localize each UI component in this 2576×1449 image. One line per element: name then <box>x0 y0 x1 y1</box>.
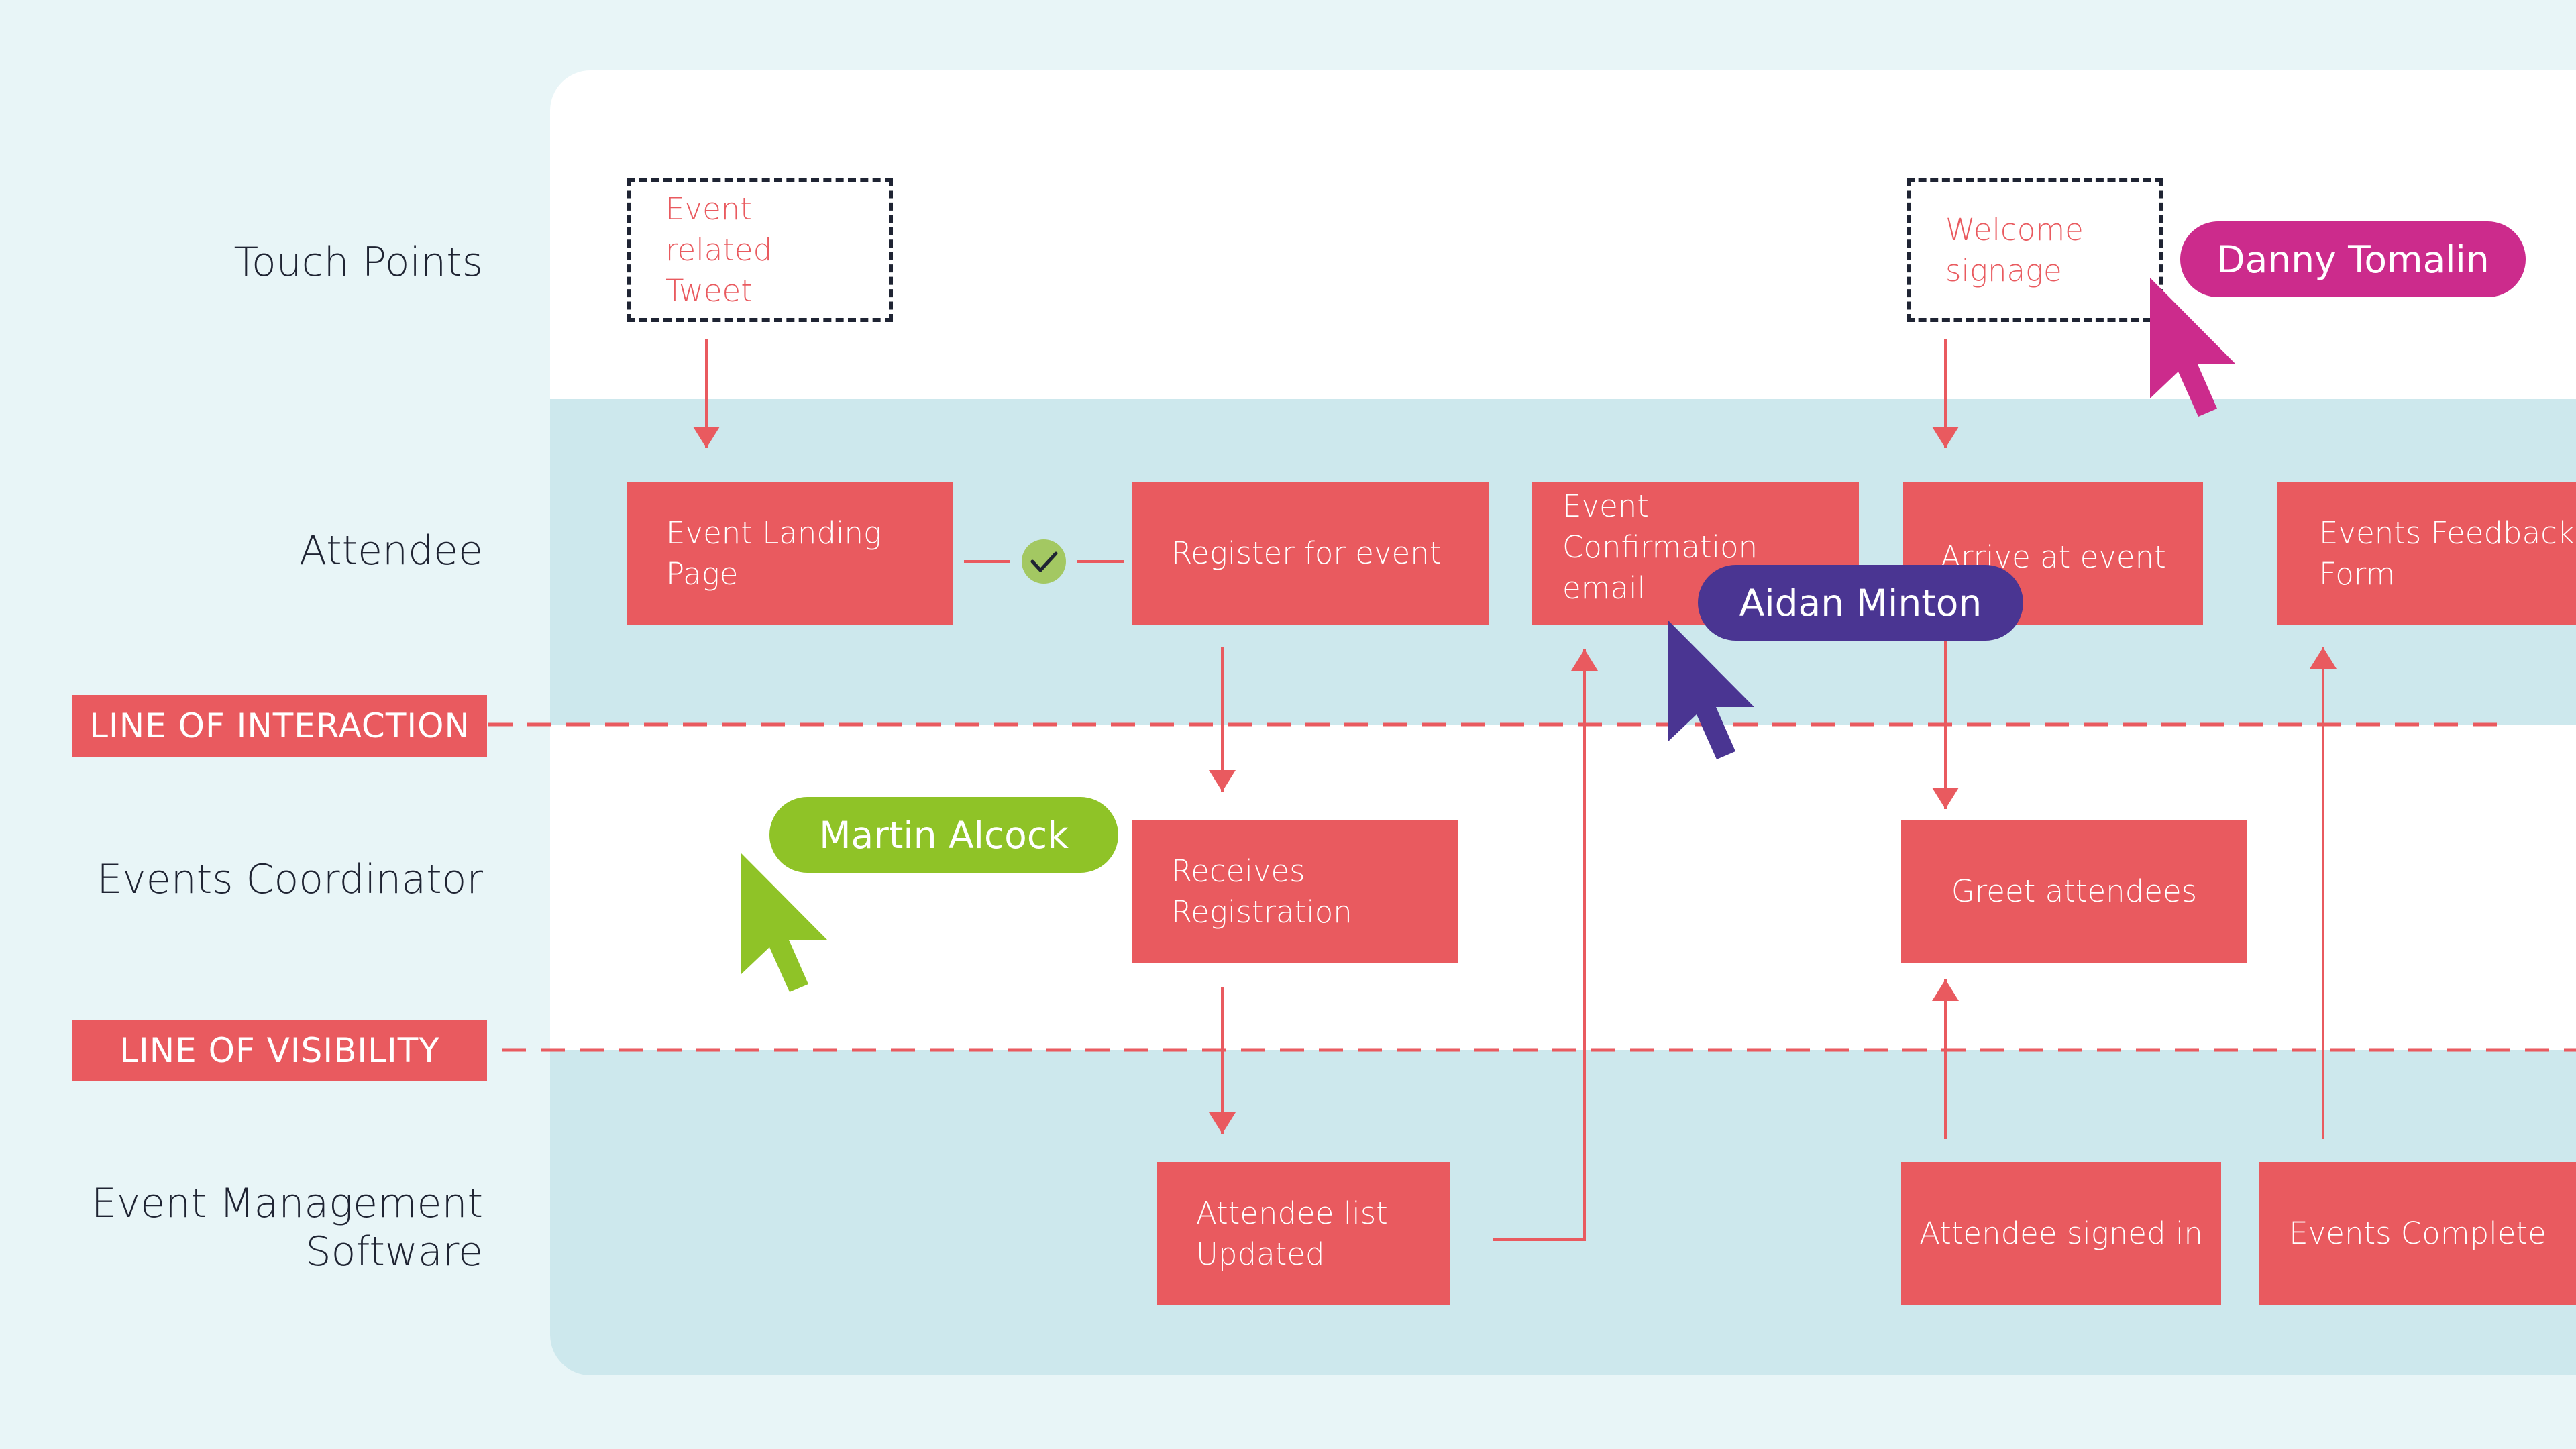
line-of-visibility-tag: LINE OF VISIBILITY <box>72 1020 487 1081</box>
lane-label-event-management-software: Event Management Software <box>13 1179 483 1276</box>
card-receives-registration[interactable]: Receives Registration <box>1132 820 1458 963</box>
card-line-2: email <box>1562 570 1646 606</box>
card-greet-attendees[interactable]: Greet attendees <box>1901 820 2247 963</box>
lane-label-line-2: Software <box>305 1228 484 1275</box>
arrowhead-receives <box>1209 770 1236 792</box>
dashed-lines <box>488 722 2576 1052</box>
touchpoint-line-1: Event related <box>665 191 773 268</box>
lane-label-touch-points: Touch Points <box>233 239 483 286</box>
cursor-pointer-icon <box>1668 621 1754 759</box>
touchpoint-line-1: Welcome <box>1945 211 2084 248</box>
lane-label-line-1: Event Management <box>91 1180 483 1227</box>
collaborator-aidan-minton: Aidan Minton <box>1698 565 2023 641</box>
card-line-1: Event Confirmation <box>1562 488 1758 565</box>
card-text: Greet attendees <box>1951 873 2198 909</box>
card-line-1: Attendee list <box>1196 1195 1388 1231</box>
card-line-1: Receives <box>1171 853 1305 889</box>
arrowhead-list <box>1209 1112 1236 1134</box>
arrowhead-tweet <box>693 427 720 448</box>
card-text: Attendee list Updated <box>1196 1193 1388 1275</box>
card-text: Event Landing Page <box>666 513 881 594</box>
arrowheads <box>693 427 2337 1134</box>
arrowhead-confirmation <box>1571 649 1598 671</box>
card-text: Receives Registration <box>1171 851 1352 932</box>
touchpoint-text: Event related Tweet <box>665 189 854 311</box>
collaborator-danny-tomalin: Danny Tomalin <box>2180 221 2526 297</box>
card-events-feedback-form[interactable]: Events Feedback Form <box>2277 482 2576 625</box>
line-of-interaction-tag: LINE OF INTERACTION <box>72 695 487 757</box>
check-icon <box>1022 539 1066 584</box>
cursor-pointer-icon <box>741 853 827 992</box>
arrowhead-greet-from-signedin <box>1932 979 1959 1001</box>
flow-arrows <box>705 339 2324 1241</box>
touchpoint-line-2: Tweet <box>665 273 753 309</box>
software-lane-band <box>550 1050 2576 1375</box>
arrowhead-feedback <box>2310 647 2337 669</box>
collaborator-martin-alcock: Martin Alcock <box>769 797 1118 873</box>
card-event-landing-page[interactable]: Event Landing Page <box>627 482 953 625</box>
card-events-complete[interactable]: Events Complete <box>2259 1162 2576 1305</box>
arrowhead-greet-from-arrive <box>1932 788 1959 809</box>
card-line-2: Updated <box>1196 1236 1325 1272</box>
touchpoint-text: Welcome signage <box>1945 209 2084 291</box>
touchpoint-line-2: signage <box>1945 252 2062 288</box>
touchpoint-event-related-tweet[interactable]: Event related Tweet <box>627 178 893 322</box>
arrow-list-to-confirmation <box>1493 649 1586 1241</box>
touchpoint-welcome-signage[interactable]: Welcome signage <box>1907 178 2163 322</box>
cursor-pointer-icon <box>2150 278 2236 417</box>
card-text: Attendee signed in <box>1919 1216 2203 1251</box>
card-register-for-event[interactable]: Register for event <box>1132 482 1489 625</box>
card-line-1: Events Feedback <box>2319 515 2575 551</box>
card-text: Register for event <box>1171 535 1442 571</box>
card-attendee-list-updated[interactable]: Attendee list Updated <box>1157 1162 1450 1305</box>
card-line-1: Event Landing <box>666 515 881 551</box>
card-line-2: Page <box>666 555 739 592</box>
card-line-2: Registration <box>1171 894 1352 930</box>
arrowhead-signage <box>1932 427 1959 448</box>
card-text: Events Feedback Form <box>2319 513 2575 594</box>
card-text: Events Complete <box>2289 1216 2546 1251</box>
card-text: Event Confirmation email <box>1562 486 1828 608</box>
lane-label-events-coordinator: Events Coordinator <box>97 856 483 903</box>
lane-label-attendee: Attendee <box>299 527 483 574</box>
card-attendee-signed-in[interactable]: Attendee signed in <box>1901 1162 2221 1305</box>
card-line-2: Form <box>2319 555 2396 592</box>
